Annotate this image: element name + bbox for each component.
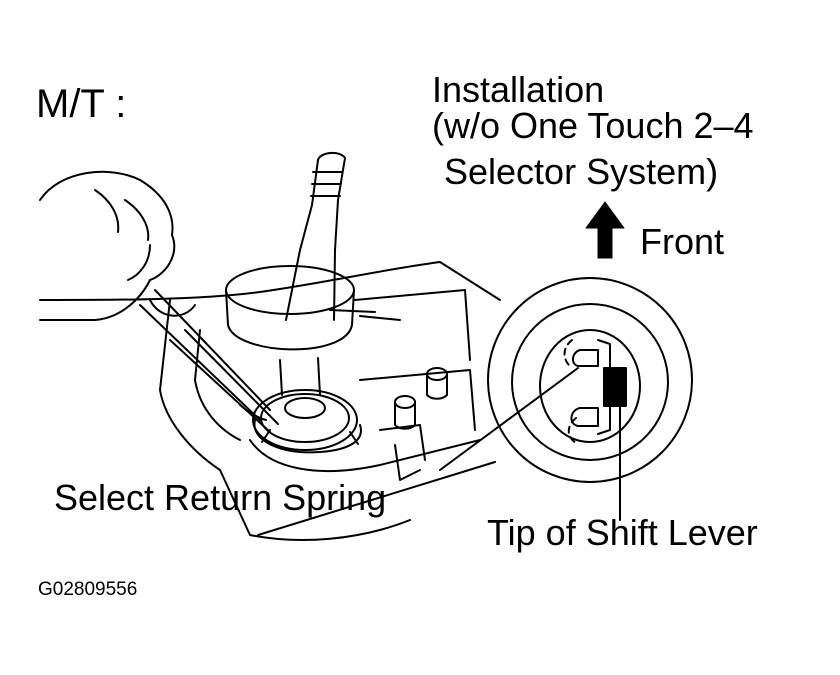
transmission-type-label: M/T :: [36, 82, 127, 126]
detail-view-circle: [487, 277, 693, 483]
figure-id: G02809556: [38, 579, 138, 600]
tip-of-shift-lever-label: Tip of Shift Lever: [487, 512, 758, 553]
shift-lever-boot: [225, 265, 355, 396]
front-direction-label: Front: [640, 221, 725, 262]
shift-lever-shaft: [285, 152, 346, 321]
transmission-housing: [39, 261, 501, 541]
leader-lines: [257, 367, 621, 536]
housing-bolts: [379, 367, 448, 461]
arrow-up-icon: [585, 201, 625, 259]
select-return-spring-drawing: [252, 389, 362, 454]
installation-title-line3: Selector System): [444, 151, 719, 192]
installation-title-line2: (w/o One Touch 2–4: [432, 105, 754, 146]
installation-title-line1: Installation: [432, 69, 605, 110]
select-return-spring-label: Select Return Spring: [54, 477, 387, 518]
hand-with-pliers: [39, 170, 279, 433]
